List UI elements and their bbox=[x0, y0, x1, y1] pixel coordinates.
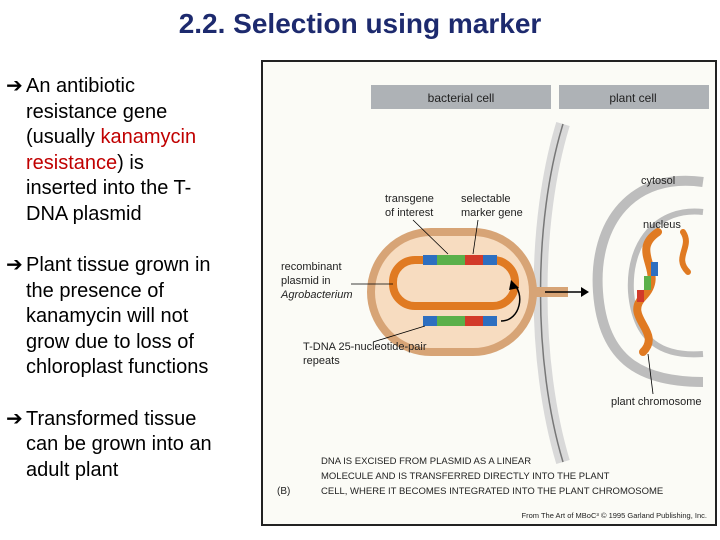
transgene-segment bbox=[437, 255, 465, 265]
tdna-pointer bbox=[372, 325, 426, 343]
diagram-svg: bacterial cell plant cell bbox=[277, 85, 709, 520]
recombinant-label-3: Agrobacterium bbox=[280, 289, 353, 301]
selectable-label-2: marker gene bbox=[461, 207, 523, 219]
arrow-bullet-icon: ➔ bbox=[6, 75, 23, 97]
slide-title: 2.2. Selection using marker bbox=[178, 8, 542, 39]
selectable-pointer bbox=[472, 219, 479, 255]
recombinant-label-1: recombinant bbox=[281, 261, 342, 273]
arrow-bullet-icon: ➔ bbox=[6, 254, 23, 276]
plant-cell-header bbox=[559, 85, 709, 109]
plant-cell-label: plant cell bbox=[609, 91, 656, 105]
caption-line-1: DNA IS EXCISED FROM PLASMID AS A LINEAR bbox=[321, 456, 531, 467]
excised-marker bbox=[465, 316, 483, 326]
integrated-marker bbox=[637, 290, 644, 302]
caption-line-2: MOLECULE AND IS TRANSFERRED DIRECTLY INT… bbox=[321, 471, 610, 482]
excision-arrowhead bbox=[509, 280, 519, 290]
bacterial-cell-label: bacterial cell bbox=[428, 91, 495, 105]
bullet-1: ➔ An antibiotic resistance gene (usually… bbox=[6, 75, 197, 225]
transgene-pointer bbox=[412, 219, 449, 255]
transgene-label-1: transgene bbox=[385, 193, 434, 205]
nuclear-envelope-inner bbox=[627, 208, 704, 358]
panel-letter: (B) bbox=[277, 486, 290, 497]
kanamycin-highlight: kanamycin bbox=[100, 126, 197, 148]
figure-credit: From The Art of MBoC³ © 1995 Garland Pub… bbox=[522, 511, 707, 520]
recombinant-label-2: plasmid in bbox=[281, 275, 331, 287]
nuclear-envelope bbox=[592, 175, 704, 387]
arrow-bullet-icon: ➔ bbox=[6, 407, 23, 430]
resistance-highlight: resistance bbox=[26, 151, 118, 174]
cytosol-label: cytosol bbox=[641, 175, 675, 187]
excised-tdna-repeat-left bbox=[423, 316, 437, 326]
bacterial-cell-header bbox=[371, 85, 551, 109]
integrated-transgene bbox=[644, 276, 651, 290]
bullet-2: ➔ Plant tissue grown in the presence of … bbox=[6, 254, 211, 378]
transfer-arrowhead bbox=[581, 287, 589, 297]
plant-chromosome-2 bbox=[679, 229, 691, 275]
bullet-3: ➔ Transformed tissue can be grown into a… bbox=[6, 407, 212, 481]
tdna-repeat-left bbox=[423, 255, 437, 265]
bullet-list: ➔ An antibiotic resistance gene (usually… bbox=[6, 74, 256, 483]
agrobacterium-diagram: bacterial cell plant cell bbox=[261, 60, 717, 526]
selectable-label-1: selectable bbox=[461, 193, 511, 205]
excised-transgene bbox=[437, 316, 465, 326]
tdna-repeat-right bbox=[483, 255, 497, 265]
tdna-label-2: repeats bbox=[303, 355, 340, 367]
plant-chromosome-pointer bbox=[647, 353, 654, 395]
transgene-label-2: of interest bbox=[385, 207, 433, 219]
caption-line-3: CELL, WHERE IT BECOMES INTEGRATED INTO T… bbox=[321, 486, 663, 497]
excised-tdna-repeat-right bbox=[483, 316, 497, 326]
nucleus-label: nucleus bbox=[643, 219, 681, 231]
marker-gene-segment bbox=[465, 255, 483, 265]
tdna-label-1: T-DNA 25-nucleotide-pair bbox=[303, 341, 427, 353]
integrated-tdna-repeat bbox=[651, 262, 658, 276]
plant-chromosome-label: plant chromosome bbox=[611, 396, 702, 408]
